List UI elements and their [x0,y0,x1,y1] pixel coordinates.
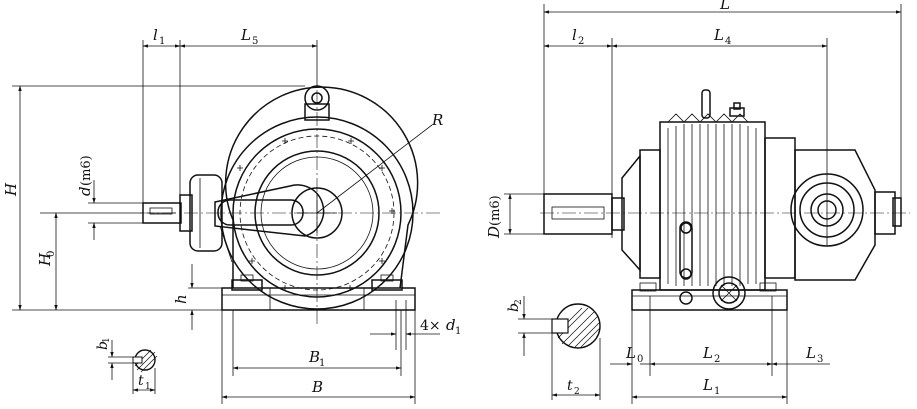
finned-body [639,113,796,291]
dim-l1-sub: 1 [159,36,165,47]
dim-d-label: d [76,186,94,196]
right-base [631,282,788,311]
drive-arm [214,184,325,237]
dim-L-label: L [719,0,730,13]
keyway-section-left: b 1 t 1 [95,337,158,394]
dim-H0: H 0 [36,212,143,311]
right-view: L l 2 L 4 D (m6) [485,0,910,404]
dim-b2-sub: 2 [514,299,524,305]
dim-L4-sub: 4 [725,36,731,47]
housing-outer-circle [220,116,414,310]
dim-D-fit: (m6) [488,195,503,226]
dim-t1-label: t [138,373,144,389]
base-plate [221,274,416,311]
dim-L5-sub: 5 [252,36,258,47]
dim-D-label: D [485,226,503,239]
drain-plug [679,221,693,305]
dim-L0-label: L [625,344,636,362]
dim-d: d (m6) [76,155,143,240]
output-shaft [543,190,613,238]
keyway-section-right: b 2 t 2 [506,296,601,400]
dim-B-label: B [311,378,323,396]
inner-ring [254,150,380,276]
dim-L5-label: L [240,26,251,44]
inner-ring-2 [260,156,374,270]
dim-t2-sub: 2 [574,387,580,397]
dim-L0-sub: 0 [637,354,643,365]
dim-L2-label: L [702,344,713,362]
dim-B1-B: B 1 B [221,310,416,404]
dim-l2-sub: 2 [578,36,584,47]
dim-t2-label: t [567,378,573,394]
dim-d1-sub: 1 [455,326,461,337]
output-hub [291,187,343,239]
dim-b1-sub: 1 [102,337,112,343]
dim-H0-sub: 0 [46,251,57,257]
dim-l1-label: l [153,26,158,44]
r-label: R [431,111,443,129]
dim-d1-label: d [446,316,456,334]
dim-L1-sub: 1 [714,386,720,397]
housing-flange-circle [232,128,402,298]
dim-t1-sub: 1 [145,382,151,392]
dim-D: D (m6) [485,193,544,239]
input-housing [179,174,223,252]
dim-h-label: h [172,294,190,304]
r-leader [316,124,433,214]
dim-B1-label: B [308,348,320,366]
dim-L3-label: L [805,344,816,362]
dim-L2-sub: 2 [714,354,720,365]
bolt-circle [239,135,395,291]
right-housing [790,149,902,281]
housing-outline [224,86,419,289]
dim-l2-L4: l 2 L 4 [543,26,828,190]
dim-B1-sub: 1 [319,358,325,369]
dim-h: h [172,264,222,330]
dim-L3-sub: 3 [817,354,823,365]
dim-l2-label: l [572,26,577,44]
sight-glass [712,276,746,310]
input-shaft [142,202,182,224]
dim-l1-L5: l 1 L 5 [142,26,318,203]
dim-H-label: H [2,182,20,197]
dim-4xd1: 4× d 1 [370,300,461,350]
left-view: R l 1 L 5 H H 0 [2,26,461,404]
dim-L0-L2-L3-L1: L 0 L 2 L 3 L 1 [610,310,830,404]
dim-b2-label: b [506,303,522,312]
dim-b1-label: b [95,341,111,350]
bolt-marks [237,138,395,291]
dim-H0-label: H [36,252,54,267]
dim-H: H [2,85,305,311]
dim-L4-label: L [713,26,724,44]
dim-d-fit: (m6) [79,155,94,186]
dim-L: L [543,0,902,198]
dim-L1-label: L [702,376,713,394]
dim-4xd1-count: 4× [420,318,441,334]
breather [701,89,745,119]
